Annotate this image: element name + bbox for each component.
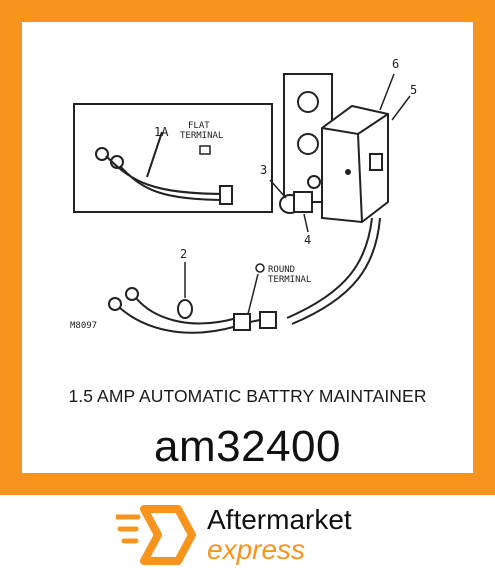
round-terminal-label-2: TERMINAL — [268, 275, 311, 285]
callout-5: 5 — [410, 83, 417, 97]
product-title: 1.5 AMP AUTOMATIC BATTRY MAINTAINER — [68, 386, 427, 406]
inset-box — [73, 103, 273, 213]
flat-terminal-harness — [95, 131, 233, 205]
diagram-code: M8097 — [70, 321, 97, 331]
product-image-panel: 1A FLAT TERMINAL 6 5 3 4 — [22, 22, 473, 473]
plug — [279, 191, 313, 214]
brand-footer: Aftermarket express — [0, 495, 495, 575]
flat-terminal-label-1: FLAT — [188, 121, 210, 131]
charger-unit — [321, 104, 389, 224]
flat-terminal-icon — [199, 145, 211, 155]
flat-terminal-label-2: TERMINAL — [180, 131, 223, 141]
round-terminal-label-1: ROUND — [268, 265, 295, 275]
callout-6: 6 — [392, 57, 399, 71]
callout-3: 3 — [260, 163, 267, 177]
fuse-holder — [177, 299, 193, 319]
output-cable — [286, 217, 381, 325]
callout-2: 2 — [180, 247, 187, 261]
parts-diagram: 1A FLAT TERMINAL 6 5 3 4 — [70, 57, 417, 334]
round-terminal-icon — [255, 263, 265, 273]
callout-1a: 1A — [154, 125, 169, 139]
part-number: am32400 — [154, 422, 341, 471]
delivery-box-icon — [116, 505, 196, 565]
brand-name: Aftermarket — [207, 504, 352, 535]
round-terminal-harness — [108, 287, 277, 334]
brand-tagline: express — [207, 534, 306, 565]
callout-4: 4 — [304, 233, 311, 247]
